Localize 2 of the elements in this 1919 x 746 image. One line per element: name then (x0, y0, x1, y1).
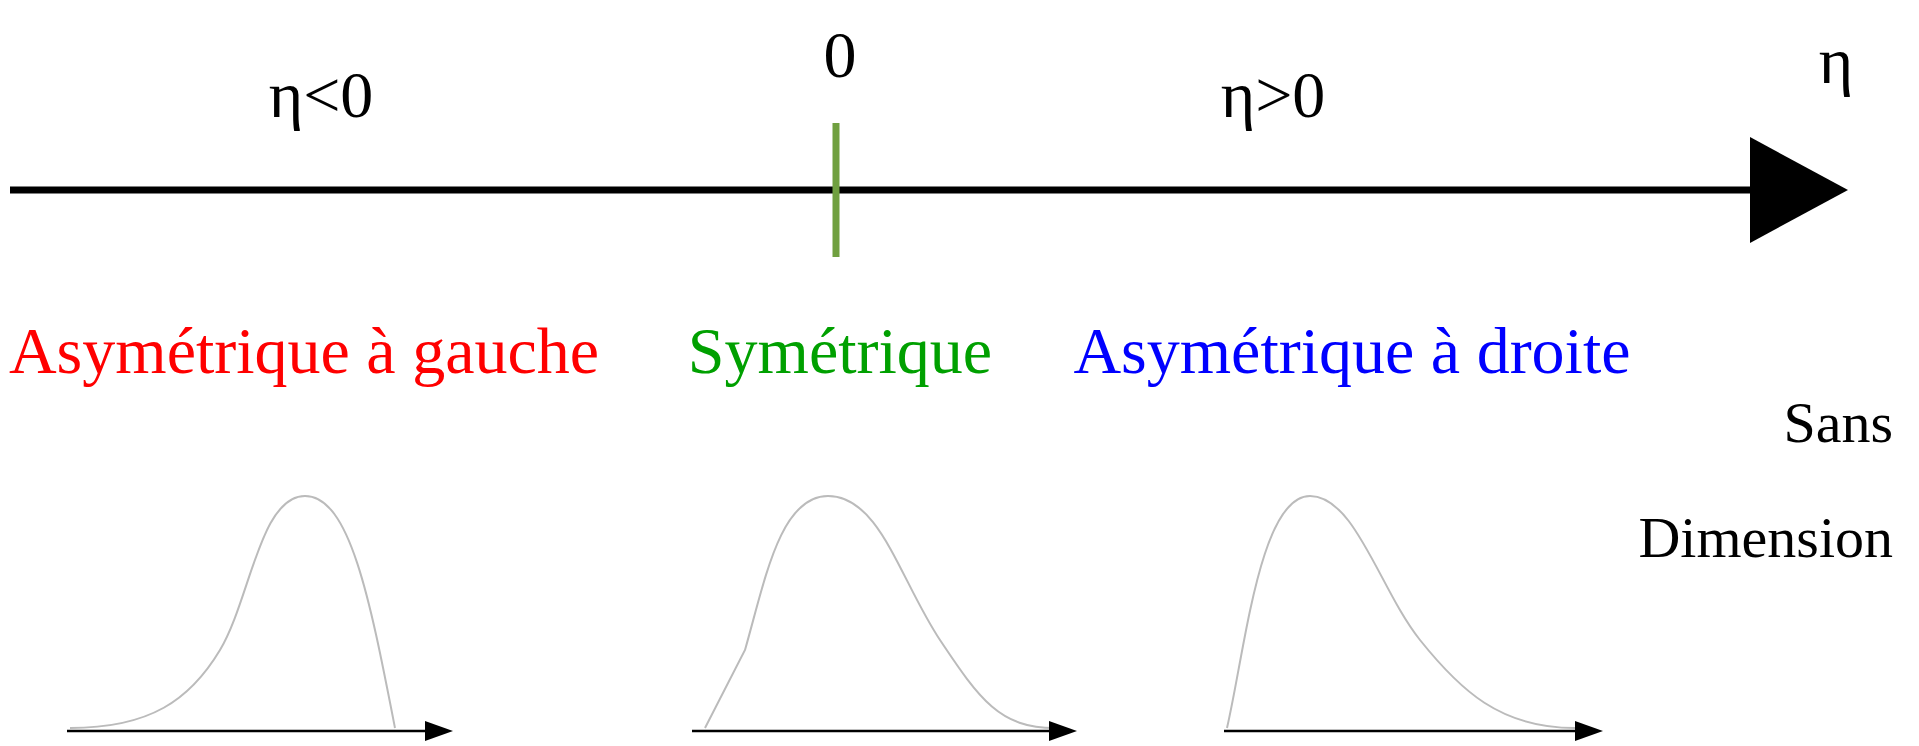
tick-label: 0 (823, 22, 857, 88)
unit-note: Sans Dimension (1637, 389, 1893, 572)
